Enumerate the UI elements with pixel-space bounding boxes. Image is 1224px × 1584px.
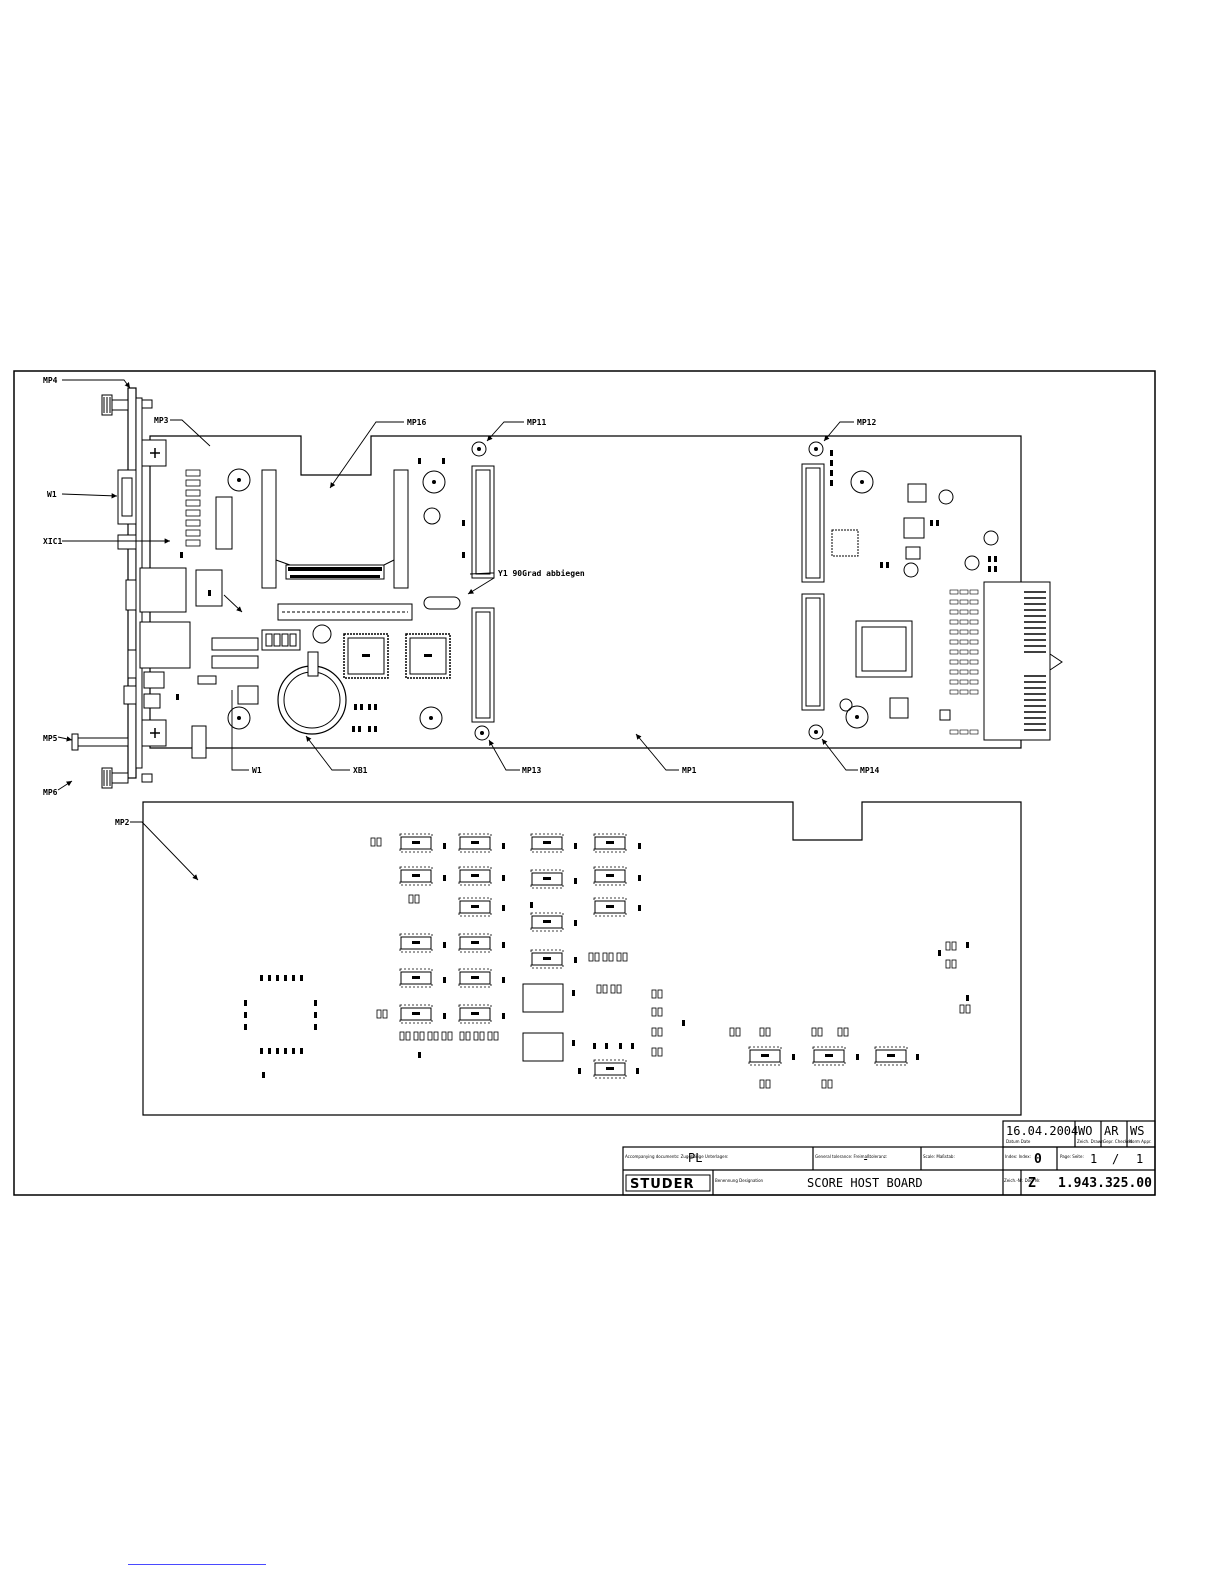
callout-mp2: MP2 <box>115 818 130 827</box>
tb-doc-type: Z <box>1028 1176 1036 1191</box>
lower-pcb <box>142 801 1022 1116</box>
callout-w1-top: W1 <box>47 490 57 499</box>
callout-mp4: MP4 <box>43 376 58 385</box>
label-page: Page: Seite: <box>1060 1154 1084 1159</box>
bottom-link-rule <box>128 1564 266 1565</box>
label-accompanying: Accompanying documents: Zugehörige Unter… <box>625 1154 729 1159</box>
callout-mp13: MP13 <box>522 766 541 775</box>
callout-mp12: MP12 <box>857 418 876 427</box>
tb-date: 16.04.2004 <box>1006 1124 1078 1138</box>
tb-page-current: 1 <box>1090 1152 1097 1166</box>
label-drawn: Zeich. Drawn <box>1077 1139 1104 1144</box>
tb-checked-by: AR <box>1104 1124 1119 1138</box>
callout-xb1: XB1 <box>353 766 368 775</box>
label-approved: Norm Appr. <box>1129 1139 1152 1144</box>
front-panel <box>71 387 153 789</box>
callout-mp11: MP11 <box>527 418 546 427</box>
studer-logo <box>625 1174 711 1192</box>
drawing-frame <box>13 370 1156 1196</box>
label-designation: Benennung Designation <box>715 1178 764 1183</box>
callout-mp6: MP6 <box>43 788 58 797</box>
callouts: MP4 MP3 W1 XIC1 MP5 MP6 MP16 MP11 MP12 Y… <box>43 376 879 827</box>
studer-logo-text: STUDER <box>630 1177 694 1192</box>
tb-title: SCORE HOST BOARD <box>807 1176 923 1190</box>
callout-w1-bottom: W1 <box>252 766 262 775</box>
callout-mp1: MP1 <box>682 766 697 775</box>
tb-accompanying-doc: PL <box>688 1151 702 1165</box>
callout-mp3: MP3 <box>154 416 169 425</box>
label-docnr: Zeich.-Nr. Doc. Nr. <box>1004 1178 1040 1183</box>
main-pcb <box>139 435 1063 759</box>
leader-lines <box>57 379 858 881</box>
label-date: Datum Date <box>1006 1139 1031 1144</box>
title-block: Datum Date Zeich. Drawn Gepr. Checked No… <box>622 1120 1156 1196</box>
label-scale: Scale: Maßstab: <box>923 1154 955 1159</box>
tb-page-total: 1 <box>1136 1152 1143 1166</box>
callout-y1-note: Y1 90Grad abbiegen <box>498 568 585 578</box>
callout-xic1: XIC1 <box>43 537 62 546</box>
label-index: Index: Index: <box>1005 1154 1031 1159</box>
callout-mp16: MP16 <box>407 418 426 427</box>
tb-drawn-by: WO <box>1078 1124 1092 1138</box>
callout-mp5: MP5 <box>43 734 58 743</box>
tb-doc-number: 1.943.325.00 <box>1058 1176 1152 1191</box>
tb-approved-by: WS <box>1130 1124 1144 1138</box>
label-tolerance: General tolerance: Freimaßtoleranz: <box>815 1154 887 1159</box>
tb-tolerance: - <box>862 1152 869 1166</box>
label-checked: Gepr. Checked <box>1103 1139 1133 1144</box>
tb-page-sep: / <box>1112 1152 1119 1166</box>
callout-mp14: MP14 <box>860 766 879 775</box>
tb-index: 0 <box>1034 1152 1042 1167</box>
